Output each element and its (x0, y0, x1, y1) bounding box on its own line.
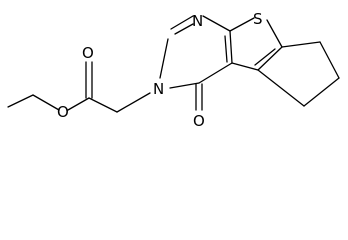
atom-ketone-o: O (193, 112, 205, 130)
pyrimidinone-ring (159, 15, 233, 111)
bond-carbonyl-n (169, 82, 200, 89)
bond-cp-1 (281, 41, 321, 48)
atom-ester-o: O (57, 103, 69, 121)
structure-diagram: O O N N S O (7, 10, 340, 130)
bond-cp-3 (303, 77, 340, 107)
atom-s: S (253, 10, 263, 28)
bond-cp-2 (319, 41, 340, 79)
atom-n-ring: N (153, 80, 164, 98)
bond-s-c (266, 19, 283, 48)
bond-fused-c-c (229, 30, 233, 64)
bond-carbonyl-c-o-single (88, 97, 118, 113)
bond-cp-4 (257, 69, 305, 107)
thiophene-ring (229, 17, 283, 71)
bond-c-carbonyl (198, 62, 233, 84)
bond-fused-inner (224, 35, 228, 63)
atom-labels: O O N N S O (57, 10, 263, 130)
bond-o-ch2 (67, 97, 90, 111)
bond-n-ch-left (159, 38, 169, 79)
bond-ch-n-double-a (170, 15, 194, 30)
cyclopentane-ring (257, 41, 340, 107)
bond-thiophene-inner (254, 48, 276, 66)
bond-ethyl-1 (7, 94, 34, 108)
bond-ch-n-double-b (174, 23, 194, 35)
bond-ch2-n (116, 92, 151, 113)
bond-thiophene-fuse (231, 62, 259, 71)
atom-n-top: N (192, 12, 203, 30)
ester-chain (7, 61, 151, 113)
molecule-svg: O O N N S O (7, 10, 340, 130)
bond-ethyl-2 (32, 94, 60, 111)
atom-carbonyl-o: O (82, 44, 94, 62)
bond-c-s (229, 17, 255, 32)
bond-n-c-fused (202, 15, 231, 32)
bond-thiophene-c-c (257, 46, 283, 71)
